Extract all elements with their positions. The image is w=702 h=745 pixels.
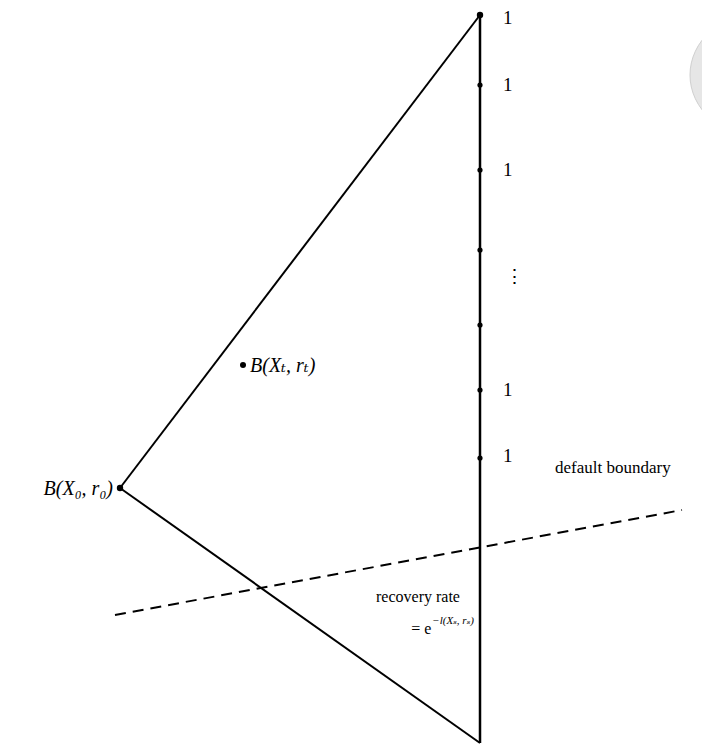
node-dot [477,167,482,172]
node-dot [477,12,483,18]
payoff-value: 1 [503,446,513,467]
node-dot [477,247,482,252]
formula-exponent: −l(Xₛ, rₛ) [432,614,474,626]
formula-text: = e [411,620,431,638]
payoff-value: 1 [503,75,513,96]
node-dot [477,322,482,327]
node-dot [477,387,482,392]
upper-edge [120,15,480,488]
payoff-value: 1 [503,160,513,181]
maturity-line [479,15,482,743]
node-dot [240,362,246,368]
boundary-label: default boundary [555,459,671,478]
default-boundary-line [115,510,682,615]
recovery-label: recovery rate [376,588,460,606]
grey-disc [690,13,702,137]
node-dot [477,82,482,87]
node-dot [477,455,482,460]
price-label: B(X₀, r₀) [44,477,113,499]
price-label: B(Xₜ, rₜ) [250,354,315,376]
lower-edge [120,488,480,743]
node-dot [117,485,123,491]
payoff-value: 1 [503,8,513,29]
payoff-value: 1 [503,380,513,401]
ellipsis: ⋮ [505,267,524,288]
